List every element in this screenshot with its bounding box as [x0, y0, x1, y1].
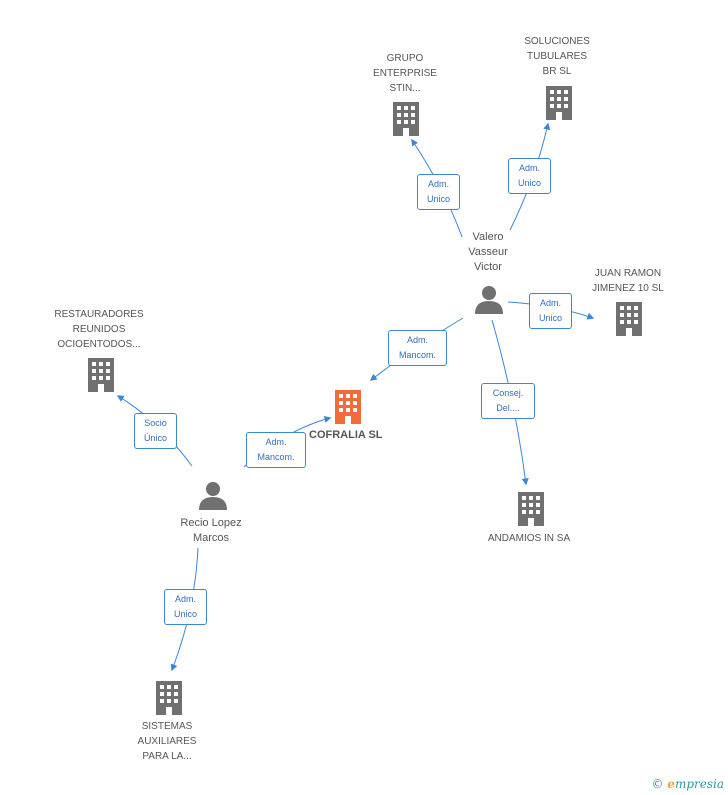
label-line: Victor [474, 261, 502, 273]
relation-line: Adm. [174, 594, 196, 604]
company-label-grupo[interactable]: GRUPO ENTERPRISE STIN... [373, 51, 437, 96]
main-company-label[interactable]: COFRALIA SL [309, 428, 383, 443]
building-icon-restauradores[interactable] [88, 358, 114, 392]
label-line: STIN... [389, 83, 421, 94]
label-line: PARA LA... [142, 751, 192, 762]
copyright-icon: © [651, 777, 664, 791]
relation-line: Mancom. [398, 350, 436, 360]
label-line: BR SL [542, 66, 572, 77]
empresia-watermark: © empresia [651, 777, 724, 791]
building-icon-juanramon[interactable] [616, 302, 642, 336]
relation-label-valero-grupo[interactable]: Adm. Unico [417, 174, 460, 210]
building-icon-grupo[interactable] [393, 102, 419, 136]
relation-label-valero-soluciones[interactable]: Adm. Unico [508, 158, 551, 194]
label-line: REUNIDOS [72, 324, 126, 335]
company-label-andamios[interactable]: ANDAMIOS IN SA [488, 531, 570, 546]
relation-label-valero-andamios[interactable]: Consej. Del.... [481, 383, 535, 419]
label-line: Recio Lopez [180, 517, 242, 529]
relation-line: Unico [538, 313, 562, 323]
relation-line: Adm. [265, 437, 287, 447]
label-line: GRUPO [386, 53, 424, 64]
company-label-sistemas[interactable]: SISTEMAS AUXILIARES PARA LA... [138, 719, 197, 764]
label-line: TUBULARES [526, 51, 588, 62]
relation-line: Unico [173, 609, 197, 619]
person-icon-valero[interactable] [475, 286, 503, 314]
building-icon-soluciones[interactable] [546, 86, 572, 120]
brand-initial: e [667, 777, 675, 791]
relation-line: Socio [144, 418, 167, 428]
relation-label-valero-cofralia[interactable]: Adm. Mancom. [388, 330, 447, 366]
building-icon-sistemas[interactable] [156, 681, 182, 715]
label-line: Marcos [192, 532, 230, 544]
label-line: SOLUCIONES [524, 36, 590, 47]
brand-name: mpresia [674, 777, 724, 791]
relation-line: Adm. [539, 298, 561, 308]
relation-line: Del.... [496, 403, 520, 413]
relation-line: Consej. [492, 388, 524, 398]
label-line: JUAN RAMON [594, 268, 662, 279]
relation-line: Unico [517, 178, 541, 188]
label-line: OCIOENTODOS... [57, 339, 141, 350]
person-label-valero[interactable]: Valero Vasseur Victor [468, 230, 508, 275]
label-line: SISTEMAS [141, 721, 193, 732]
building-icon-andamios[interactable] [518, 492, 544, 526]
relation-label-recio-restauradores[interactable]: Socio Único [134, 413, 177, 449]
person-icon-recio[interactable] [199, 482, 227, 510]
company-label-juanramon[interactable]: JUAN RAMON JIMENEZ 10 SL [592, 266, 664, 296]
relation-line: Adm. [427, 179, 449, 189]
relation-label-recio-sistemas[interactable]: Adm. Unico [164, 589, 207, 625]
label-line: ENTERPRISE [373, 68, 437, 79]
label-line: Valero [472, 231, 504, 243]
building-icon-cofralia[interactable] [335, 390, 361, 424]
relation-line: Mancom. [257, 452, 295, 462]
relation-label-valero-juanramon[interactable]: Adm. Unico [529, 293, 572, 329]
relation-line: Adm. [406, 335, 428, 345]
label-line: JIMENEZ 10 SL [592, 283, 664, 294]
company-label-restauradores[interactable]: RESTAURADORES REUNIDOS OCIOENTODOS... [54, 307, 143, 352]
relation-line: Único [143, 433, 167, 443]
label-line: RESTAURADORES [54, 309, 144, 320]
relation-line: Adm. [518, 163, 540, 173]
relation-line: Unico [426, 194, 450, 204]
relation-label-recio-cofralia[interactable]: Adm. Mancom. [246, 432, 306, 468]
main-company-name: COFRALIA SL [309, 429, 383, 441]
person-label-recio[interactable]: Recio Lopez Marcos [180, 516, 241, 546]
label-line: ANDAMIOS IN SA [487, 533, 571, 544]
label-line: Vasseur [468, 246, 508, 258]
label-line: AUXILIARES [137, 736, 197, 747]
company-label-soluciones[interactable]: SOLUCIONES TUBULARES BR SL [524, 34, 590, 79]
